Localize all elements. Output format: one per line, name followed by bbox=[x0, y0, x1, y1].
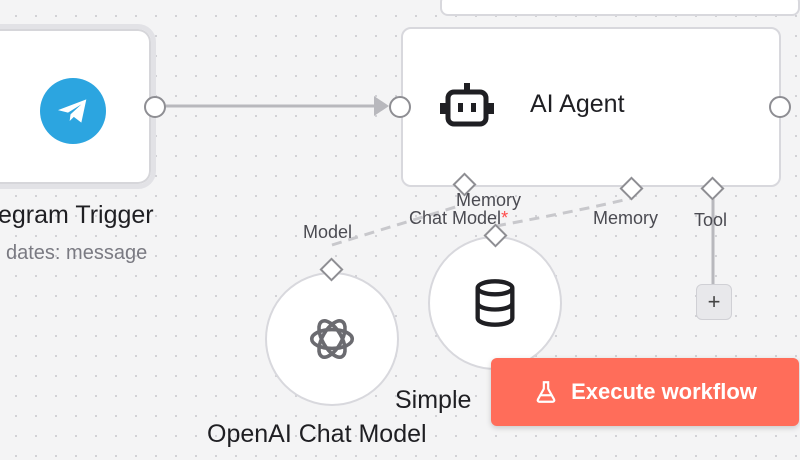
openai-chat-model-node[interactable] bbox=[265, 272, 399, 406]
memory-label: Memory bbox=[593, 208, 659, 228]
robot-icon bbox=[440, 83, 494, 127]
simple-memory-node[interactable] bbox=[428, 236, 562, 370]
top-partial-node bbox=[440, 0, 800, 16]
add-tool-button[interactable]: + bbox=[696, 284, 732, 320]
trigger-to-agent-arrow bbox=[374, 96, 389, 116]
simple-memory-name: Simple bbox=[395, 386, 472, 414]
telegram-icon bbox=[40, 78, 106, 144]
model-label: Model bbox=[303, 222, 353, 242]
agent-output-port[interactable] bbox=[769, 96, 791, 118]
simple-memory-port-label: Memory bbox=[456, 190, 522, 210]
tool-label: Tool bbox=[694, 210, 728, 230]
database-icon bbox=[475, 279, 515, 327]
openai-icon bbox=[309, 319, 355, 359]
openai-chat-model-name: OpenAI Chat Model bbox=[207, 420, 427, 448]
agent-input-port[interactable] bbox=[389, 96, 411, 118]
ai-agent-title: AI Agent bbox=[530, 90, 625, 118]
telegram-trigger-name: egram Trigger bbox=[0, 201, 154, 229]
execute-workflow-button[interactable]: Execute workflow bbox=[491, 358, 799, 426]
chat-model-label: Chat Model* bbox=[409, 208, 509, 228]
execute-workflow-label: Execute workflow bbox=[571, 379, 757, 404]
telegram-output-port[interactable] bbox=[144, 96, 166, 118]
required-indicator: * bbox=[501, 208, 509, 228]
flask-icon bbox=[536, 381, 556, 403]
telegram-trigger-subtitle: dates: message bbox=[6, 242, 148, 264]
